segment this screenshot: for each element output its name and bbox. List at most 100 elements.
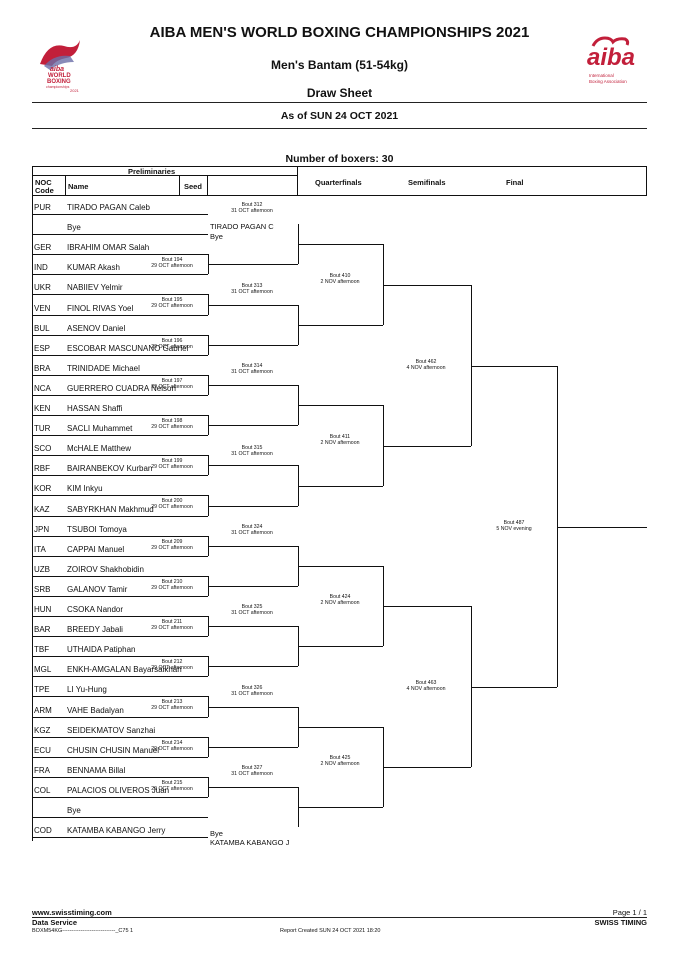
logo-aiba-text: aiba xyxy=(50,66,65,73)
logo-championships-text: championships xyxy=(46,85,70,89)
name-header: Name xyxy=(68,182,89,191)
prelim-winner-line xyxy=(208,345,298,346)
boxer-row-line xyxy=(32,516,208,517)
boxer-noc: KAZ xyxy=(34,505,50,514)
boxer-name: UTHAIDA Patiphan xyxy=(67,645,136,654)
boxer-name: KIM Inkyu xyxy=(67,484,103,493)
event-subtitle: Men's Bantam (51-54kg) xyxy=(271,58,408,72)
final-bout-schedule: 5 NOV evening xyxy=(496,526,532,532)
boxer-row-line xyxy=(32,616,208,617)
boxer-noc: RBF xyxy=(34,464,50,473)
r16-bout-7-schedule: 31 OCT afternoon xyxy=(231,771,273,777)
boxer-noc: NCA xyxy=(34,384,51,393)
aiba-logo-line1: International xyxy=(589,73,614,78)
names-left-border xyxy=(32,196,33,841)
boxer-name: BREEDY Jabali xyxy=(67,625,123,634)
qf-bracket-vertical xyxy=(383,405,384,486)
prelim-bout-6-number: Bout 200 xyxy=(161,498,183,504)
boxer-name: CHUSIN CHUSIN Manuel xyxy=(67,746,160,755)
prelim-bout-11-number: Bout 213 xyxy=(161,699,183,705)
boxer-row-line xyxy=(32,294,208,295)
sf-bout-1-number: Bout 463 xyxy=(415,680,437,686)
qf-bout-3-schedule: 2 NOV afternoon xyxy=(320,761,360,767)
boxer-noc: ARM xyxy=(34,706,52,715)
prelim-bout-4-schedule: 29 OCT afternoon xyxy=(151,424,193,430)
sf-bout-0-schedule: 4 NOV afternoon xyxy=(406,365,446,371)
boxer-name: KUMAR Akash xyxy=(67,263,120,272)
boxer-row-line xyxy=(32,254,208,255)
boxer-name: GALANOV Tamir xyxy=(67,585,128,594)
boxer-row-line xyxy=(32,676,208,677)
boxer-row-line xyxy=(32,536,208,537)
prelim-bout-8-schedule: 29 OCT afternoon xyxy=(151,585,193,591)
r16-bout-0-schedule: 31 OCT afternoon xyxy=(231,208,273,214)
boxer-row-line xyxy=(32,355,208,356)
aiba-logo-line2: Boxing Association xyxy=(589,79,627,84)
boxer-name: CAPPAI Manuel xyxy=(67,545,125,554)
sf-bracket-vertical xyxy=(471,285,472,446)
prelim-winner-line xyxy=(208,546,298,547)
aiba-logo-text: aiba xyxy=(587,44,636,71)
boxer-name: SABYRKHAN Makhmud xyxy=(67,505,154,514)
prelim-bout-9-number: Bout 211 xyxy=(161,619,183,625)
boxer-row-line xyxy=(32,797,208,798)
boxer-noc: UZB xyxy=(34,565,50,574)
prelim-winner-line xyxy=(208,264,298,265)
prelim-bout-8-number: Bout 210 xyxy=(161,579,183,585)
boxer-noc: GER xyxy=(34,243,52,252)
footer-report: Report Created SUN 24 OCT 2021 18:20 xyxy=(280,928,381,934)
advanced-top-name: TIRADO PAGAN C xyxy=(210,222,274,231)
r16-bout-7-number: Bout 327 xyxy=(241,765,263,771)
r16-bout-3-number: Bout 315 xyxy=(241,445,263,451)
boxer-row-line xyxy=(32,335,208,336)
boxer-noc: ITA xyxy=(34,545,46,554)
prelim-winner-line xyxy=(208,787,298,788)
prelim-bout-1-number: Bout 195 xyxy=(161,297,183,303)
prelim-bout-0-number: Bout 194 xyxy=(161,257,183,263)
footer-brand: SWISS TIMING xyxy=(594,918,648,927)
qf-bout-0-schedule: 2 NOV afternoon xyxy=(320,279,360,285)
sf-bout-1-schedule: 4 NOV afternoon xyxy=(406,686,446,692)
r16-winner-line xyxy=(298,405,383,406)
qf-winner-line xyxy=(383,767,471,768)
r16-bout-2-schedule: 31 OCT afternoon xyxy=(231,369,273,375)
boxer-name: SACLI Muhammet xyxy=(67,424,133,433)
prelim-bout-12-number: Bout 214 xyxy=(161,740,183,746)
boxer-name: TRINIDADE Michael xyxy=(67,364,140,373)
boxer-row-line xyxy=(32,817,208,818)
prelim-bout-12-schedule: 29 OCT afternoon xyxy=(151,746,193,752)
r16-bout-5-number: Bout 325 xyxy=(241,604,263,610)
prelim-winner-line xyxy=(208,465,298,466)
qf-bracket-vertical xyxy=(383,244,384,325)
qf-winner-line xyxy=(383,446,471,447)
boxer-noc: COD xyxy=(34,826,52,835)
prelim-winner-line xyxy=(208,506,298,507)
boxer-name: VAHE Badalyan xyxy=(67,706,124,715)
prelim-bout-5-number: Bout 199 xyxy=(161,458,183,464)
boxer-name: McHALE Matthew xyxy=(67,444,132,453)
final-bout-number: Bout 487 xyxy=(503,520,525,526)
header-divider-2 xyxy=(32,128,647,129)
final-winner-line xyxy=(557,527,647,528)
footer-website[interactable]: www.swisstiming.com xyxy=(32,908,112,917)
r16-winner-line xyxy=(298,807,383,808)
r16-winner-line xyxy=(298,566,383,567)
boxer-name: GUERRERO CUADRA Nelson xyxy=(67,384,176,393)
sf-winner-line xyxy=(471,366,557,367)
prelim-bout-3-schedule: 29 OCT afternoon xyxy=(151,384,193,390)
boxer-noc: TBF xyxy=(34,645,50,654)
boxer-noc: MGL xyxy=(34,665,52,674)
preliminaries-header: Preliminaries xyxy=(128,167,176,176)
sf-winner-line xyxy=(471,687,557,688)
prelim-winner-line xyxy=(208,425,298,426)
prelim-bout-7-number: Bout 209 xyxy=(161,539,183,545)
prelim-winner-line xyxy=(208,586,298,587)
boxer-noc: BAR xyxy=(34,625,51,634)
r16-bout-1-number: Bout 313 xyxy=(241,283,263,289)
noc-header: NOC xyxy=(35,178,52,187)
as-of-date: As of SUN 24 OCT 2021 xyxy=(280,110,399,122)
qf-bout-1-schedule: 2 NOV afternoon xyxy=(320,440,360,446)
boxer-row-line xyxy=(32,435,208,436)
boxer-name: IBRAHIM OMAR Salah xyxy=(67,243,150,252)
boxer-noc: COL xyxy=(34,786,51,795)
